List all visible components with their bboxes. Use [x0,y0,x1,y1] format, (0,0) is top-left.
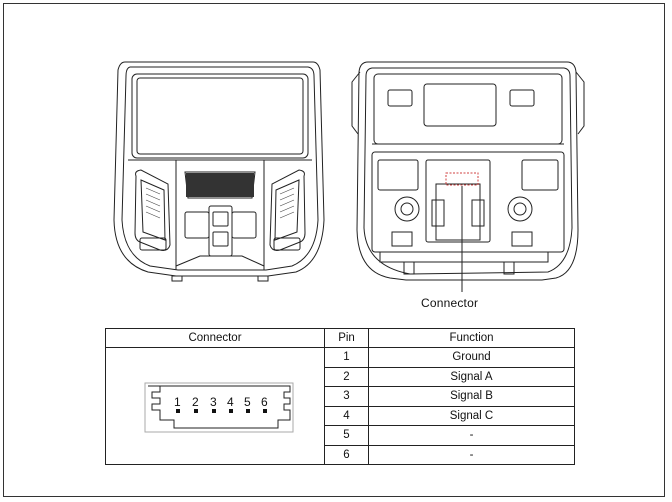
pin-number: 4 [324,405,369,426]
diagram-frame [3,3,665,497]
pin-number: 2 [324,366,369,387]
pin-number: 6 [324,444,369,465]
pin-function: Ground [368,347,575,368]
connector-pin-table: Connector Pin Function 1 Ground 2 Signal… [105,328,575,465]
connector-callout-label: Connector [421,296,479,310]
pin-number: 5 [324,425,369,446]
pin-function: Signal B [368,386,575,407]
console-rear-view [351,61,585,281]
table-row: 1 Ground [105,347,575,465]
table-row: 5 - [106,425,575,446]
connector-highlight [445,172,479,186]
connector-image-cell [105,347,325,465]
pin-number: 3 [324,386,369,407]
pin-function: - [368,444,575,465]
table-row: 4 Signal C [106,405,575,426]
console-front-view [113,61,325,282]
pin-function: Signal A [368,366,575,387]
pin-function: Signal C [368,405,575,426]
pin-function: - [368,425,575,446]
table-row: 2 Signal A [106,366,575,387]
table-row: 6 - [106,444,575,465]
header-connector: Connector [105,328,325,348]
header-pin: Pin [324,328,369,348]
header-function: Function [368,328,575,348]
pin-number: 1 [324,347,369,368]
